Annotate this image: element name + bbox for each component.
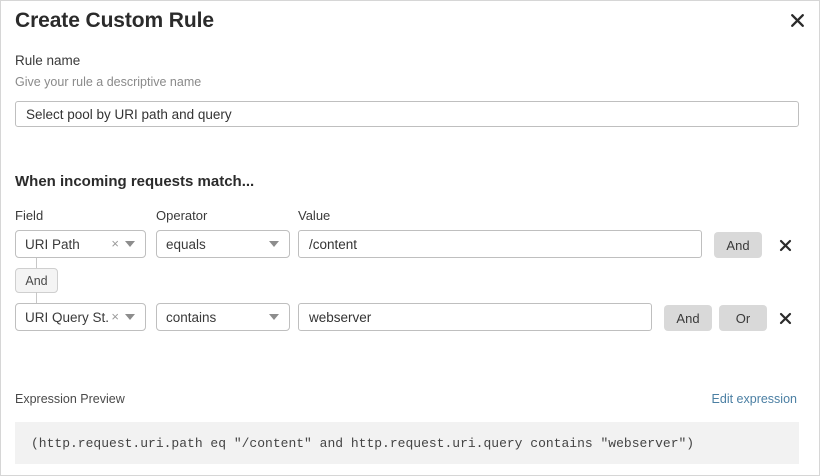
match-section-heading: When incoming requests match... [15,173,255,190]
chevron-down-icon[interactable] [269,314,279,320]
row-1-and-button[interactable]: And [714,232,762,258]
row-2-remove-button[interactable] [774,307,796,329]
column-header-field: Field [15,208,44,223]
row-1-operator-value: equals [166,236,206,252]
edit-expression-link[interactable]: Edit expression [711,392,797,406]
expression-preview-code: (http.request.uri.path eq "/content" and… [15,422,799,464]
rule-name-label: Rule name [15,53,81,68]
expression-preview-label: Expression Preview [15,392,125,406]
row-2-field-select[interactable]: URI Query St... × [15,303,146,331]
connector-line-top [36,258,37,269]
row-2-field-value: URI Query St... [25,309,110,325]
row-1-operator-select[interactable]: equals [156,230,290,258]
row-1-value-input[interactable] [298,230,702,258]
dialog-title: Create Custom Rule [15,9,214,32]
connector-line-bottom [36,292,37,303]
chevron-down-icon[interactable] [125,314,135,320]
row-2-operator-select[interactable]: contains [156,303,290,331]
row-1-field-value: URI Path [25,236,80,252]
row-2-and-button[interactable]: And [664,305,712,331]
row-2-value-input[interactable] [298,303,652,331]
close-icon[interactable] [784,7,810,33]
clear-icon[interactable]: × [111,236,119,251]
rule-name-sublabel: Give your rule a descriptive name [15,75,202,89]
clear-icon[interactable]: × [111,309,119,324]
connector-and-badge[interactable]: And [15,268,58,293]
row-2-operator-value: contains [166,309,217,325]
column-header-value: Value [298,208,331,223]
chevron-down-icon[interactable] [125,241,135,247]
chevron-down-icon[interactable] [269,241,279,247]
row-1-field-select[interactable]: URI Path × [15,230,146,258]
rule-name-input[interactable] [15,101,799,127]
row-1-remove-button[interactable] [774,234,796,256]
row-2-or-button[interactable]: Or [719,305,767,331]
column-header-operator: Operator [156,208,208,223]
